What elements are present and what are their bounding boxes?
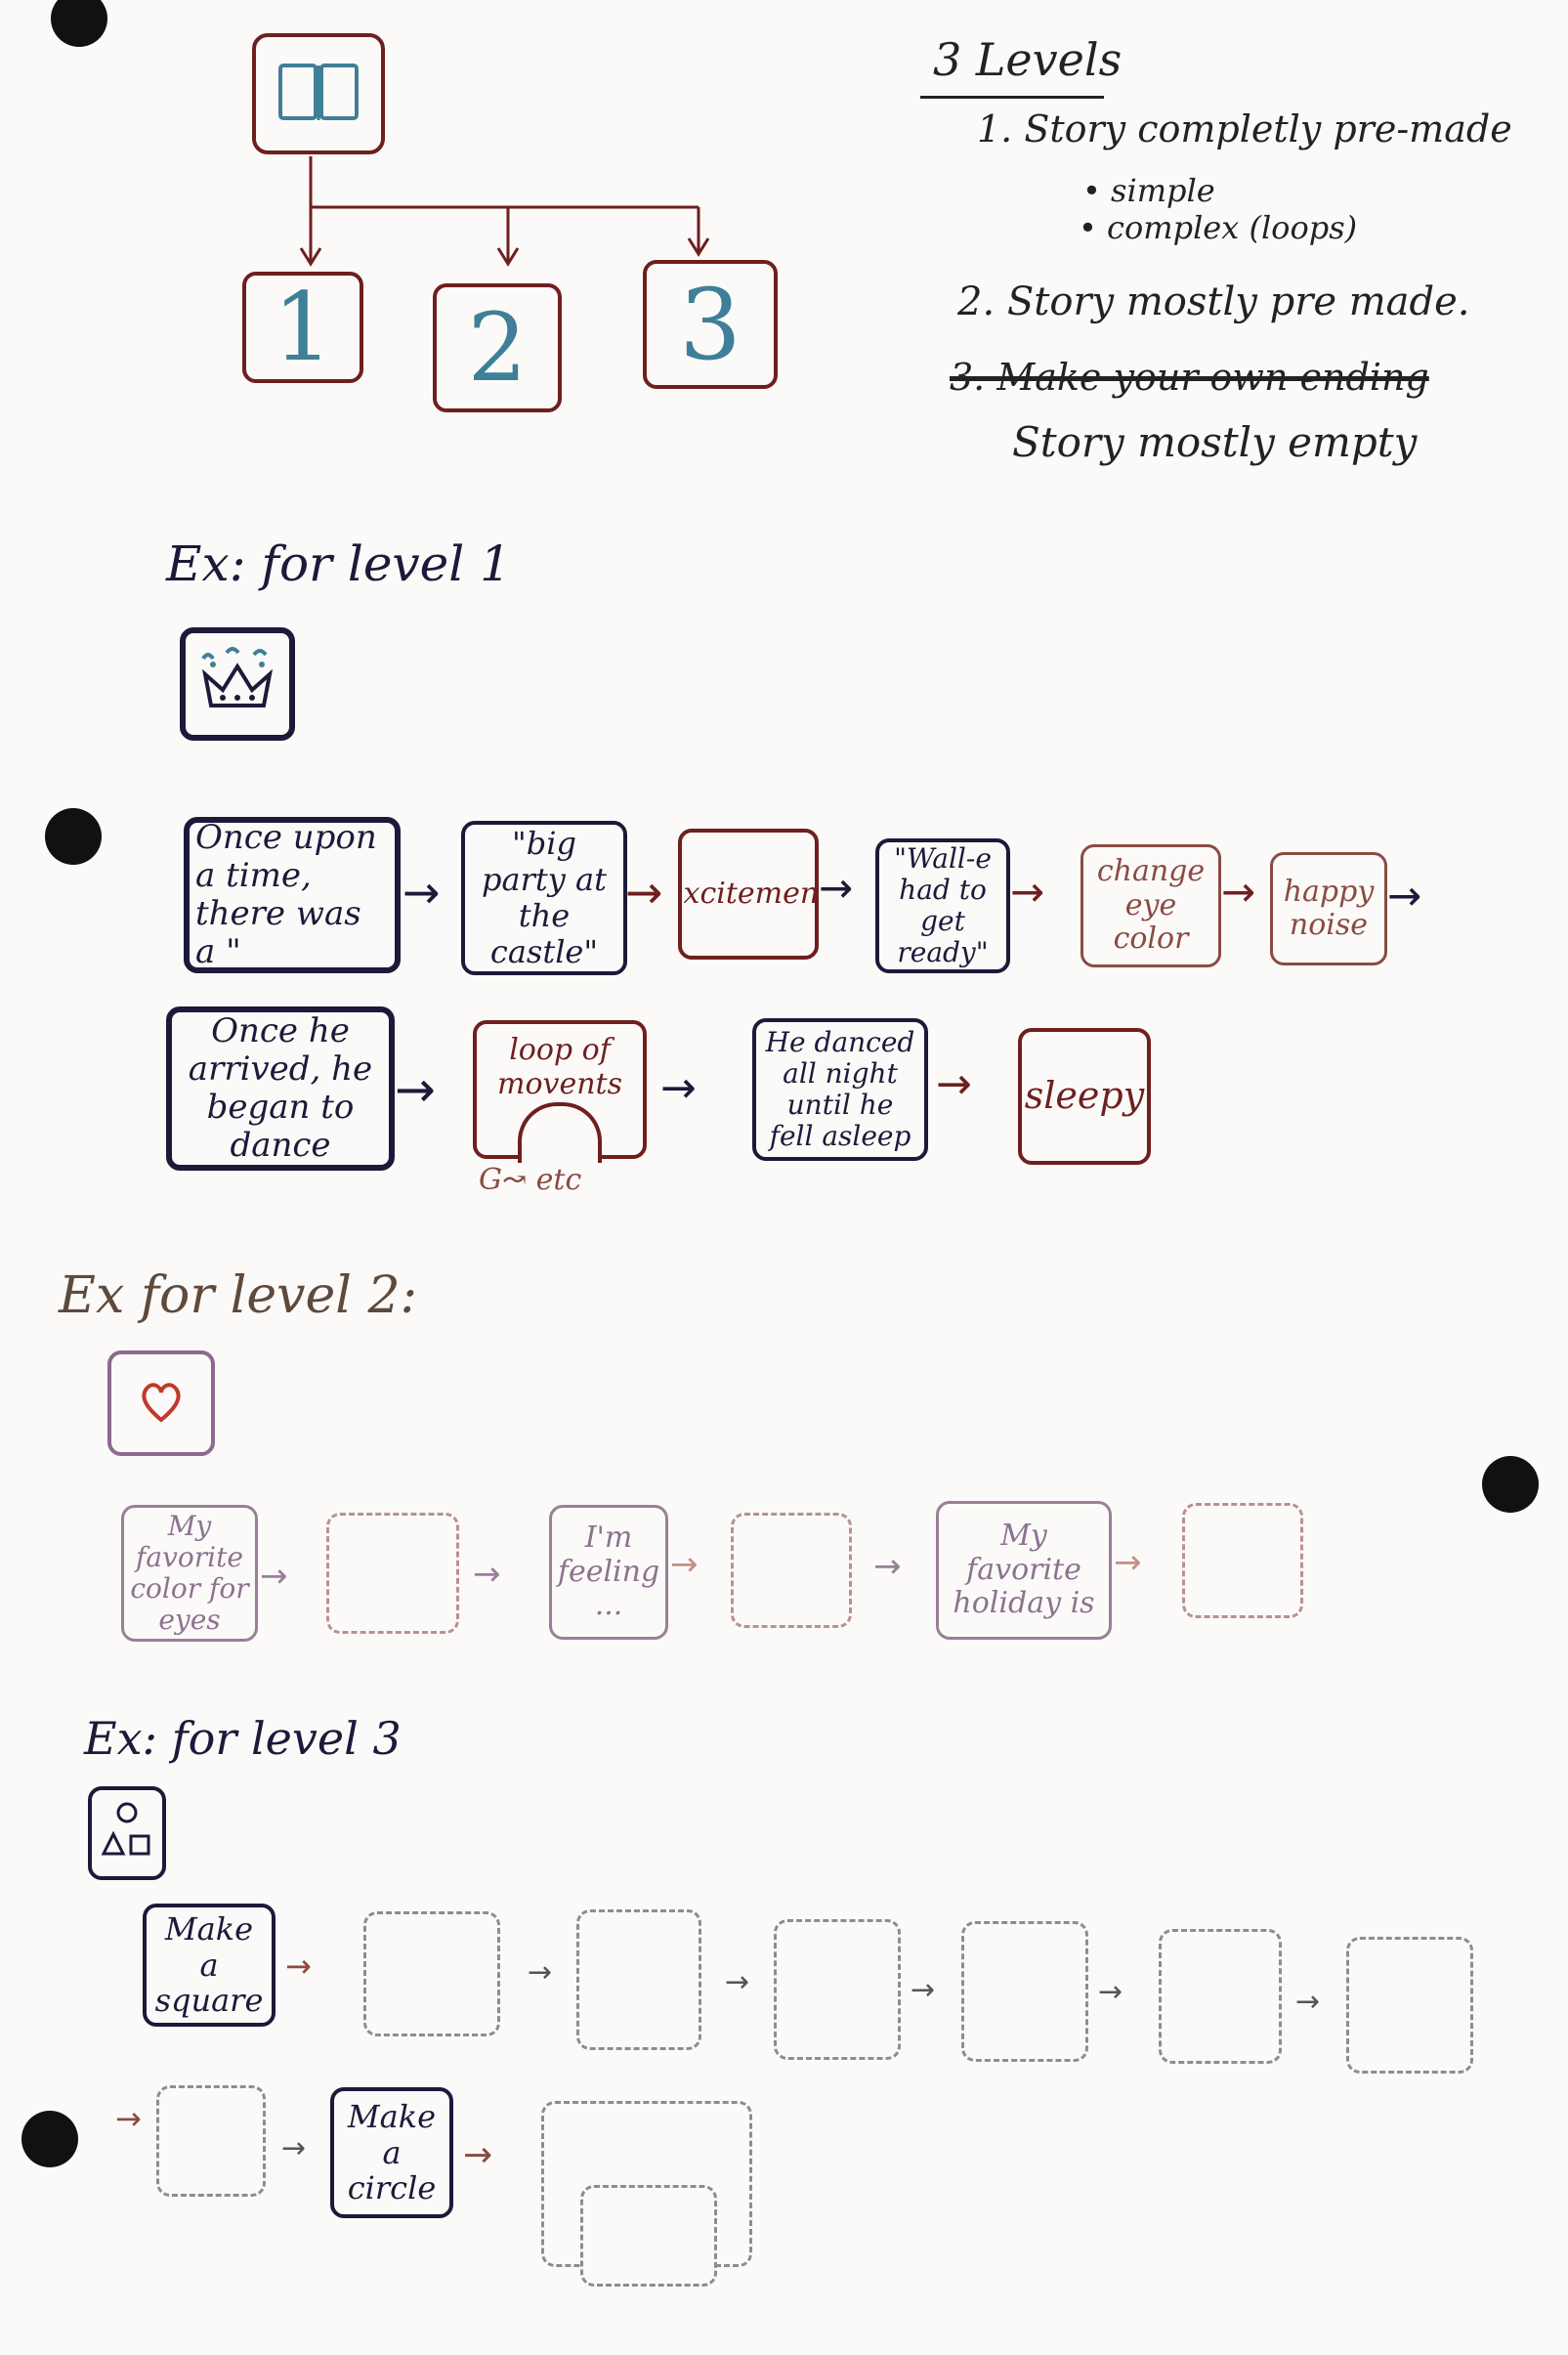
story-box: "Wall-e had to get ready": [875, 838, 1010, 973]
arrow-right-icon: →: [1114, 1543, 1142, 1582]
heart-icon: [137, 1377, 186, 1430]
arrow-right-icon: →: [1010, 868, 1045, 916]
arrow-right-icon: →: [285, 1948, 312, 1985]
arrow-right-icon: →: [725, 1965, 750, 1999]
empty-story-box: [156, 2085, 266, 2197]
arrow-right-icon: →: [1295, 1985, 1321, 2019]
tree-connectors: [299, 156, 710, 267]
levels-title-underline: [920, 96, 1104, 99]
story-box: excitement: [678, 829, 819, 960]
arrow-right-icon: →: [1221, 868, 1256, 916]
level-1-label: 1: [273, 272, 333, 382]
levels-title: 3 Levels: [933, 33, 1123, 86]
story-box: Make a square: [143, 1904, 275, 2027]
levels-item-3-struck: 3. Make your own ending: [950, 356, 1429, 399]
arrow-right-icon: →: [819, 864, 854, 912]
arrow-right-icon: →: [528, 1955, 553, 1990]
book-icon: [276, 58, 360, 130]
binder-hole: [51, 0, 107, 47]
empty-story-box: [731, 1513, 852, 1628]
story-box: My favorite holiday is: [936, 1501, 1112, 1640]
level-2-label: 2: [467, 292, 528, 403]
arrow-right-icon: →: [670, 1545, 699, 1584]
heart-icon-box: [107, 1350, 215, 1456]
levels-item-1-sub-1: • simple: [1082, 172, 1215, 209]
levels-item-1-sub-2: • complex (loops): [1079, 209, 1358, 246]
arrow-right-icon: →: [395, 1061, 436, 1118]
arrow-right-icon: →: [473, 1555, 501, 1594]
binder-hole: [1482, 1456, 1539, 1513]
story-box: sleepy: [1018, 1028, 1151, 1165]
empty-story-box: [363, 1911, 500, 2036]
levels-item-3: Story mostly empty: [1012, 418, 1418, 466]
story-box: change eye color: [1081, 844, 1221, 967]
empty-story-box: [961, 1921, 1088, 2062]
empty-story-box: [1346, 1937, 1473, 2074]
level-3-heading: Ex: for level 3: [84, 1712, 402, 1765]
arrow-right-icon: →: [463, 2135, 493, 2175]
crown-icon: [193, 645, 281, 723]
arrow-right-icon: →: [260, 1557, 288, 1596]
story-box: "big party at the castle": [461, 821, 627, 975]
arrow-right-icon: →: [625, 866, 663, 919]
loop-notch: [518, 1102, 602, 1163]
level-2-heading: Ex for level 2:: [59, 1266, 418, 1325]
arrow-right-icon: →: [660, 1063, 697, 1113]
empty-story-box: [326, 1513, 459, 1634]
level-1-heading: Ex: for level 1: [166, 535, 511, 592]
levels-item-2: 2. Story mostly pre made.: [957, 279, 1470, 324]
arrow-right-icon: →: [115, 2100, 142, 2137]
empty-loop-inner-box: [580, 2185, 717, 2287]
levels-item-1: 1. Story completly pre-made: [977, 107, 1512, 150]
story-box: Once upon a time, there was a ": [184, 817, 401, 973]
empty-story-box: [774, 1919, 901, 2060]
shapes-icon: [98, 1797, 156, 1869]
level-3-box: 3: [643, 260, 778, 389]
story-box: My favorite color for eyes: [121, 1505, 258, 1642]
arrow-right-icon: →: [1387, 872, 1422, 920]
arrow-right-icon: →: [873, 1547, 902, 1586]
story-box: I'm feeling ...: [549, 1505, 668, 1640]
empty-story-box: [1159, 1929, 1282, 2064]
shapes-icon-box: [88, 1786, 166, 1880]
arrow-right-icon: →: [911, 1973, 936, 2007]
binder-hole: [45, 808, 102, 865]
binder-hole: [21, 2111, 78, 2167]
level-2-box: 2: [433, 283, 562, 412]
arrow-right-icon: →: [403, 866, 441, 919]
level-3-label: 3: [679, 267, 742, 382]
crown-icon-box: [180, 627, 295, 741]
story-box: Make a circle: [330, 2087, 453, 2218]
arrow-right-icon: →: [1098, 1975, 1123, 2009]
book-root-box: [252, 33, 385, 154]
arrow-right-icon: →: [281, 2131, 307, 2165]
story-box: happy noise: [1270, 852, 1387, 965]
loop-note: G↝ etc: [479, 1163, 582, 1197]
story-box: Once he arrived, he began to dance: [166, 1006, 395, 1171]
arrow-right-icon: →: [936, 1059, 972, 1109]
level-1-box: 1: [242, 272, 363, 383]
empty-story-box: [576, 1909, 701, 2050]
story-box: He danced all night until he fell asleep: [752, 1018, 928, 1161]
empty-story-box: [1182, 1503, 1303, 1618]
